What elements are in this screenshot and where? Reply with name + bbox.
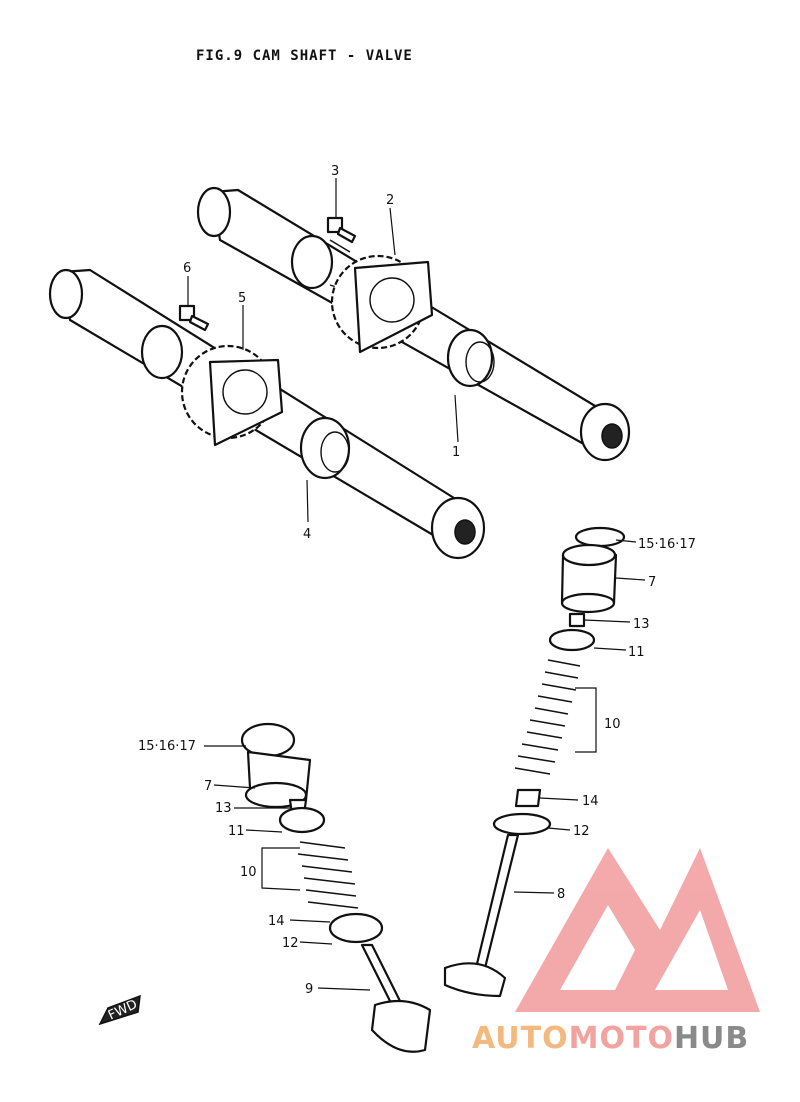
sprocket-lower: [180, 344, 284, 447]
callout-right-15-16-17: 15·16·17: [638, 537, 696, 552]
valve-assembly-right: [443, 526, 626, 998]
watermark-hub: HUB: [673, 1021, 750, 1056]
bolt-3: [326, 216, 357, 244]
callout-right-14: 14: [582, 794, 599, 809]
callout-left-11: 11: [228, 824, 245, 839]
callout-left-15-16-17: 15·16·17: [138, 739, 196, 754]
callout-left-12: 12: [282, 936, 299, 951]
sprocket-upper: [330, 254, 434, 354]
watermark-text: AUTOMOTOHUB: [472, 1021, 749, 1056]
watermark-auto: AUTO: [472, 1021, 569, 1056]
figure-title: FIG.9 CAM SHAFT - VALVE: [196, 48, 413, 64]
callout-right-10: 10: [604, 717, 621, 732]
callout-2: 2: [386, 193, 394, 208]
callout-right-13: 13: [633, 617, 650, 632]
watermark-moto: MOTO: [568, 1021, 674, 1056]
watermark-logo-icon: [515, 848, 760, 1012]
fwd-arrow-icon: [98, 994, 141, 1026]
callout-left-10: 10: [240, 865, 257, 880]
valve-assembly-left: [240, 722, 432, 1053]
callout-left-7: 7: [204, 779, 212, 794]
fwd-label: FWD: [106, 997, 140, 1023]
callout-right-8: 8: [557, 887, 565, 902]
bolt-6: [178, 304, 210, 332]
callout-left-9: 9: [305, 982, 313, 997]
callout-1: 1: [452, 445, 460, 460]
callout-3: 3: [331, 164, 339, 179]
leader-lines: [187, 178, 646, 991]
callout-right-12: 12: [573, 824, 590, 839]
callout-right-7: 7: [648, 575, 656, 590]
callout-4: 4: [303, 527, 311, 542]
callout-right-11: 11: [628, 645, 645, 660]
callout-6: 6: [183, 261, 191, 276]
callout-left-14: 14: [268, 914, 285, 929]
callout-5: 5: [238, 291, 246, 306]
callout-left-13: 13: [215, 801, 232, 816]
